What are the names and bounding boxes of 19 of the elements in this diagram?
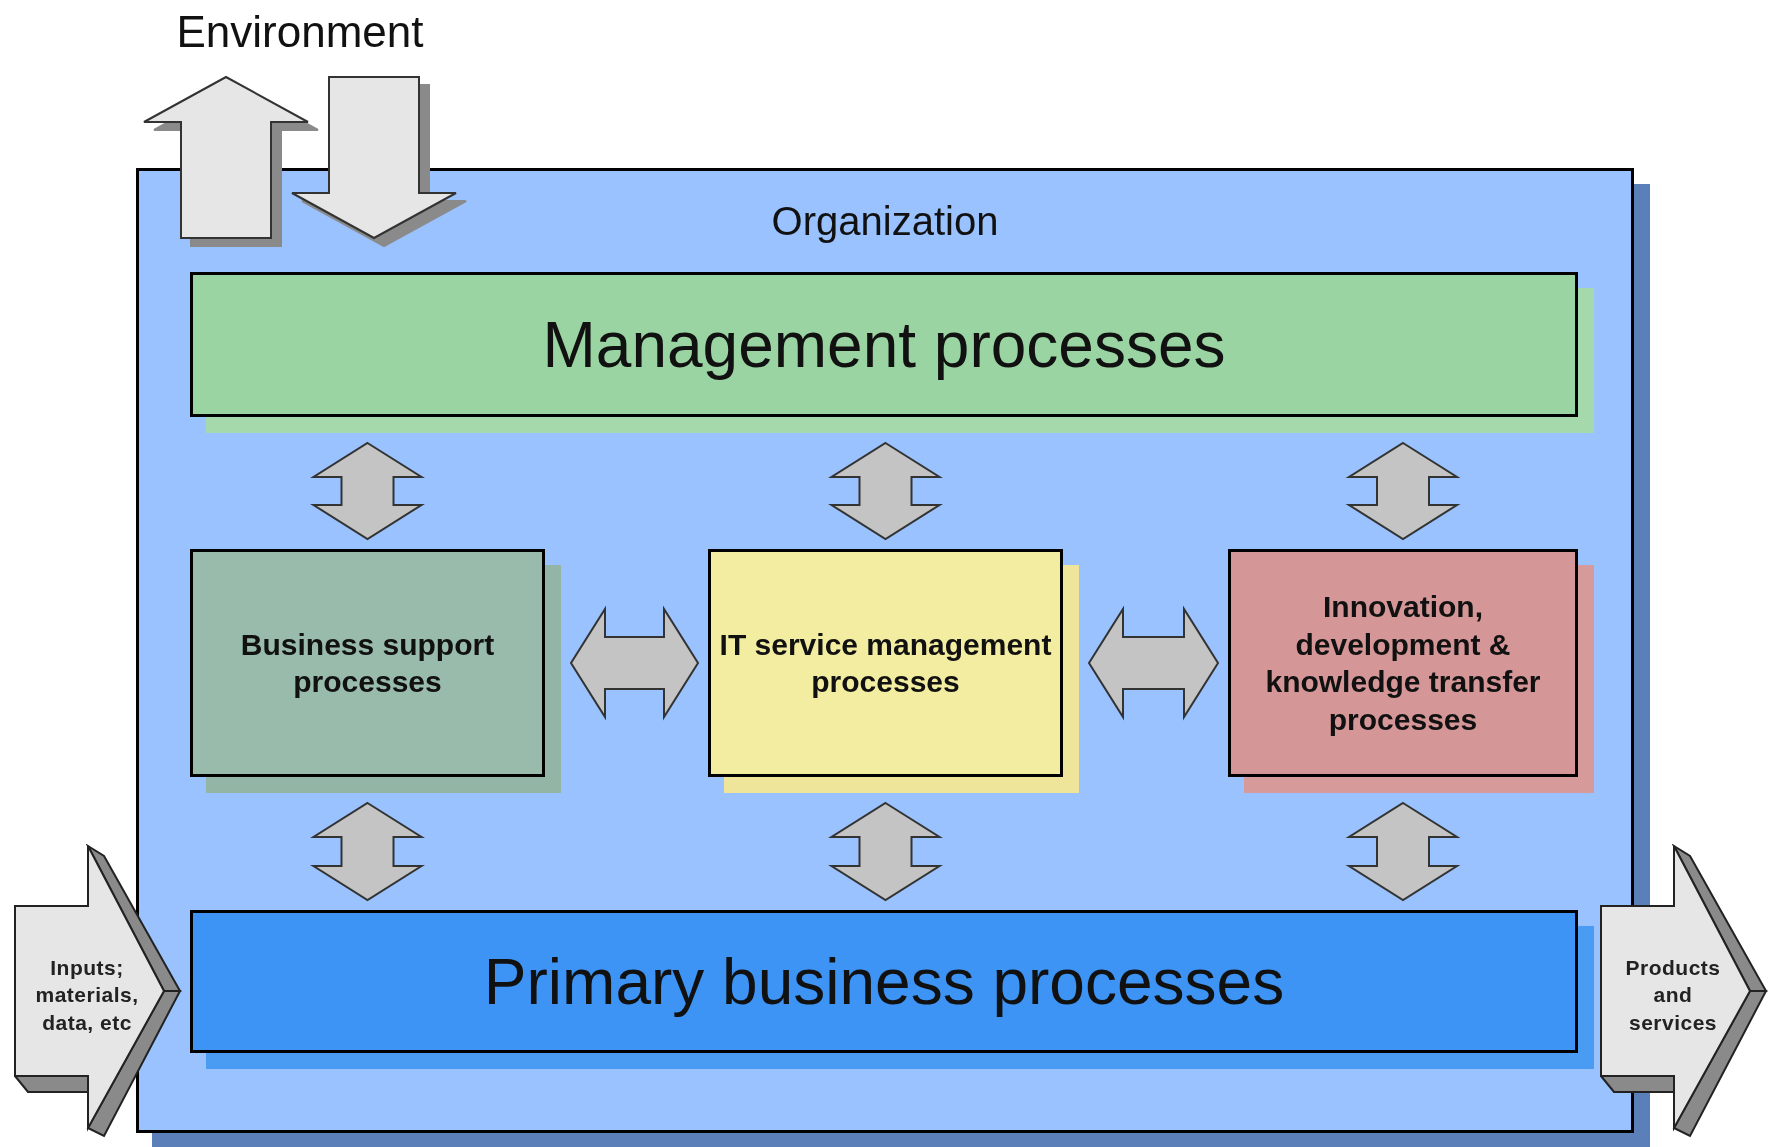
double-headed-block-arrow: [310, 441, 425, 541]
double-headed-block-arrow: [828, 441, 943, 541]
organization-label: Organization: [770, 199, 1000, 244]
block-arrow: [291, 76, 457, 240]
double-headed-block-arrow: [1345, 801, 1461, 902]
arrow-label: Products and services: [1624, 955, 1722, 1036]
double-headed-block-arrow: [310, 801, 425, 902]
environment-label: Environment: [150, 8, 450, 57]
double-headed-block-arrow: [828, 801, 943, 902]
process-label: Innovation, development & knowledge transfer processes: [1264, 589, 1542, 738]
process-label: IT service management processes: [718, 626, 1053, 700]
process-label: Primary business processes: [483, 944, 1285, 1020]
arrow-label: Inputs; materials, data, etc: [34, 955, 140, 1036]
double-headed-block-arrow: [569, 605, 700, 721]
block-arrow: [143, 75, 309, 239]
double-headed-block-arrow: [1345, 441, 1461, 541]
process-label: Management processes: [542, 307, 1226, 383]
double-headed-block-arrow: [1087, 605, 1220, 721]
process-label: Business support processes: [239, 626, 496, 700]
